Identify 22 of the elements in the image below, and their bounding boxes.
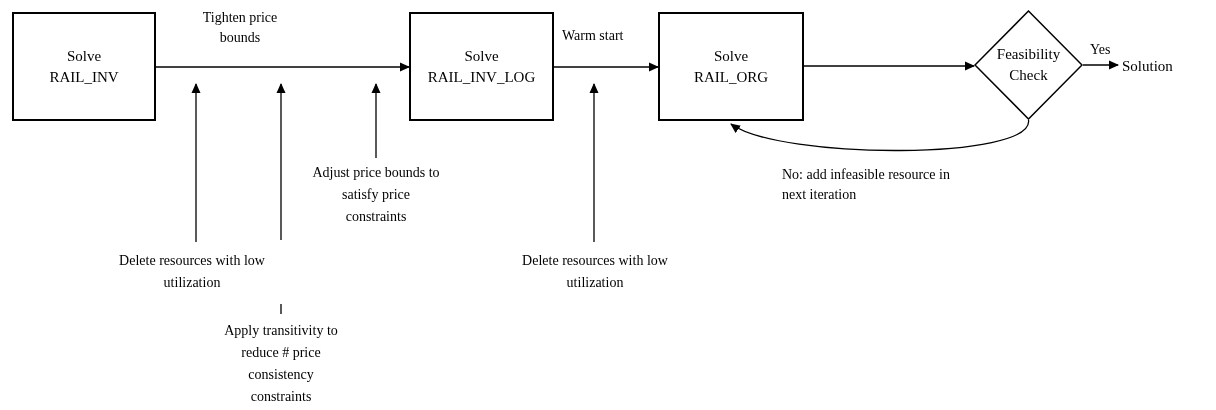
arrow (191, 83, 201, 243)
arrow (371, 83, 381, 159)
step-note: Apply transitivity to reduce # price consistency constraints (221, 320, 341, 410)
process-box: Solve RAIL_ORG (658, 12, 804, 121)
edge-label: No: add infeasible resource in next iteration (782, 167, 950, 202)
arrow (553, 62, 659, 72)
decision-diamond: Feasibility Check (974, 10, 1083, 120)
edge-label: Yes (1090, 42, 1111, 57)
terminal-text: Solution (1122, 56, 1186, 78)
edge-label: Tighten price bounds (202, 10, 278, 45)
edge-label: Warm start (562, 28, 624, 43)
process-box: Solve RAIL_INV (12, 12, 156, 121)
process-box: Solve RAIL_INV_LOG (409, 12, 554, 121)
step-note: Adjust price bounds to satisfy price constraints (311, 162, 441, 232)
arrow (730, 119, 1030, 152)
arrow (276, 83, 286, 315)
arrow (803, 61, 975, 71)
step-note: Delete resources with low utilization (495, 250, 695, 294)
arrow (155, 62, 410, 72)
step-note: Delete resources with low utilization (92, 250, 292, 294)
arrow (1082, 60, 1119, 70)
arrow (589, 83, 599, 243)
